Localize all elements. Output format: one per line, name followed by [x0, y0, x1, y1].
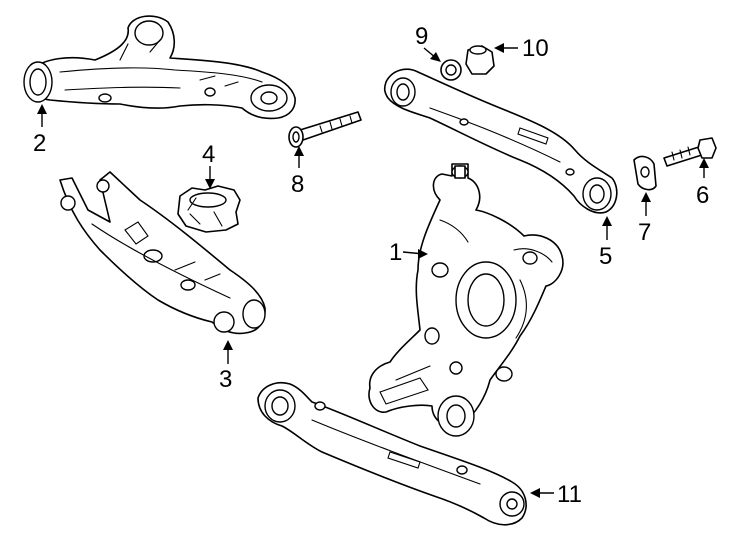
callout-8: 8	[291, 171, 304, 198]
callout-10: 10	[522, 35, 549, 62]
part-11-lateral-link	[257, 382, 527, 526]
callout-11: 11	[557, 481, 582, 508]
part-6-cam-bolt	[663, 137, 717, 167]
part-10-nut	[465, 45, 495, 75]
part-8-bolt	[288, 111, 362, 148]
callout-6: 6	[696, 182, 709, 209]
callout-7: 7	[638, 219, 651, 246]
part-9-washer	[440, 59, 462, 81]
callout-2: 2	[33, 130, 46, 157]
callout-3: 3	[219, 366, 232, 393]
part-2-upper-control-arm	[23, 15, 296, 120]
part-3-lower-control-arm	[59, 171, 266, 335]
callout-1: 1	[389, 239, 402, 266]
part-1-knuckle	[368, 163, 564, 437]
part-7-cam-plate	[633, 155, 657, 191]
leaders	[37, 43, 709, 498]
part-4-spring-seat	[177, 185, 241, 233]
callout-4: 4	[202, 141, 215, 168]
callout-9: 9	[415, 23, 428, 50]
part-5-toe-link	[383, 68, 618, 214]
callout-5: 5	[599, 243, 612, 270]
